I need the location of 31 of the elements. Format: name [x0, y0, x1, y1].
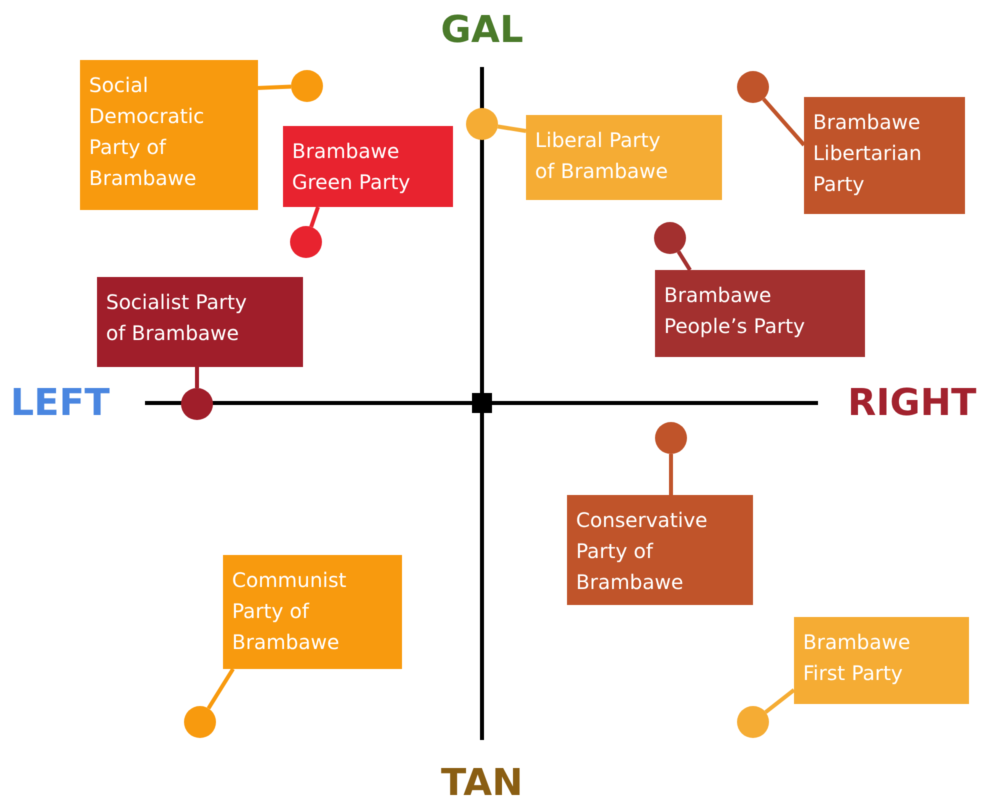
party-label: Conservative Party of Brambawe	[567, 495, 753, 605]
leader-line	[258, 84, 292, 90]
axis-label: GAL	[440, 8, 524, 52]
leader-line	[676, 250, 692, 272]
position-dot	[655, 422, 687, 454]
position-dot	[184, 706, 216, 738]
party-label: Communist Party of Brambawe	[223, 555, 402, 669]
axis-label: RIGHT	[848, 381, 976, 425]
leader-line	[309, 206, 320, 228]
party-label: Social Democratic Party of Brambawe	[80, 60, 258, 210]
leader-line	[195, 367, 199, 388]
party-label: Brambawe First Party	[794, 617, 969, 704]
leader-line	[764, 688, 796, 714]
leader-line	[497, 124, 526, 133]
axis-label: LEFT	[10, 381, 110, 425]
position-dot	[291, 70, 323, 102]
axis-label: TAN	[441, 761, 523, 804]
party-label: Brambawe People’s Party	[655, 270, 865, 357]
position-dot	[654, 222, 686, 254]
position-dot	[466, 108, 498, 140]
leader-line	[206, 668, 235, 710]
position-dot	[181, 388, 213, 420]
party-label: Liberal Party of Brambawe	[526, 115, 722, 200]
party-label: Socialist Party of Brambawe	[97, 277, 303, 367]
leader-line	[762, 98, 806, 146]
leader-line	[669, 454, 673, 495]
position-dot	[737, 71, 769, 103]
party-label: Brambawe Green Party	[283, 126, 453, 207]
party-label: Brambawe Libertarian Party	[804, 97, 965, 214]
position-dot	[290, 226, 322, 258]
position-dot	[737, 706, 769, 738]
